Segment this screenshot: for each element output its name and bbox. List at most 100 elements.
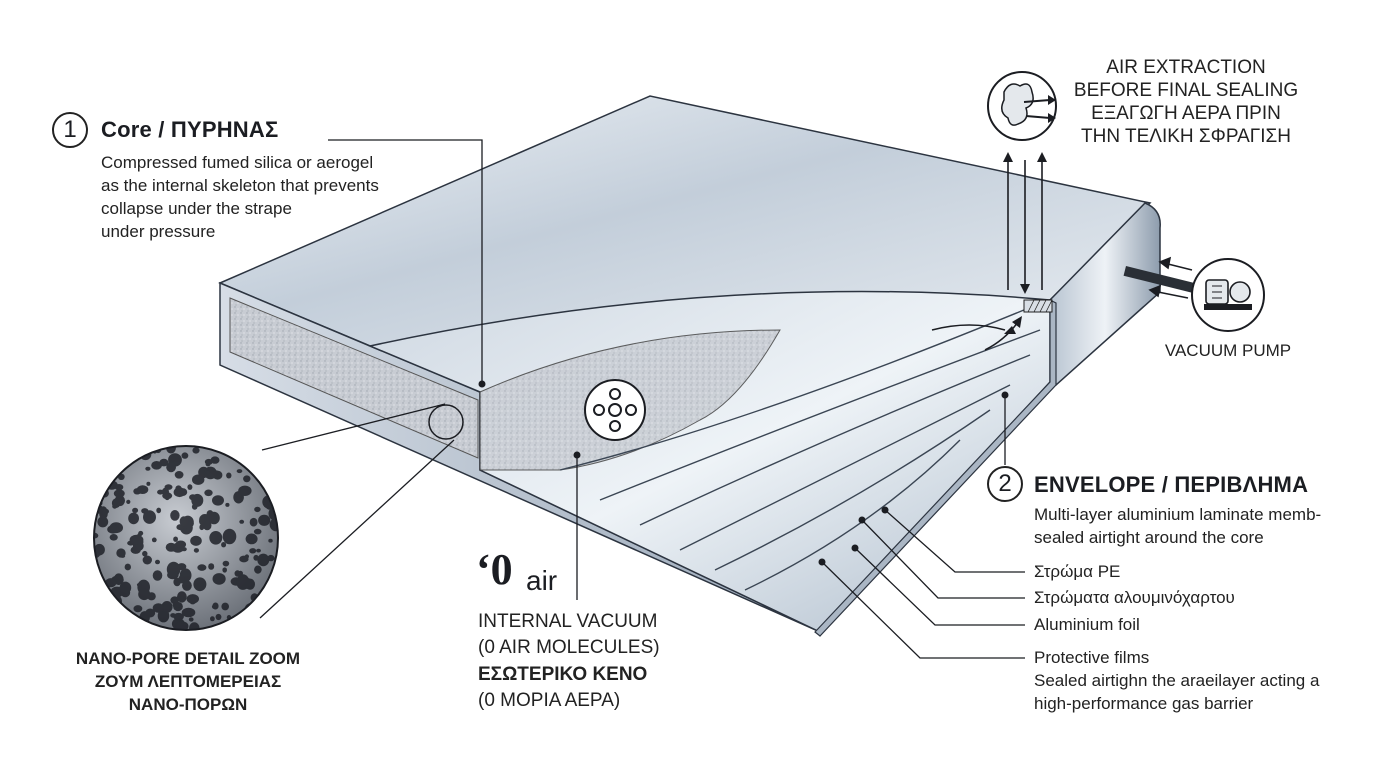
protective-leader [821,561,1025,659]
nano-pore [175,540,187,549]
nano-pore [197,564,207,571]
layer-curve-5 [714,409,991,571]
core-desc-line-2: as the internal skeleton that prevents [101,176,379,195]
nano-pore [99,488,109,498]
foil-layers-leader [861,519,1025,599]
nano-pore [238,485,252,496]
nano-pore [119,447,134,464]
envelope-title: ENVELOPE / ΠΕΡΙΒΛΗΜΑ [1034,472,1309,497]
nano-pore [212,446,217,450]
zero-air-word: air [526,565,558,596]
nano-pore [244,554,249,559]
nano-pore [155,559,160,565]
nano-pore [192,474,205,485]
nano-pore [173,536,179,542]
nano-pore [253,528,262,535]
nano-pore [181,452,189,459]
nano-pore [118,446,132,454]
nano-pore [214,446,221,450]
nano-pore [105,578,117,588]
nano-pore [270,624,278,630]
pump-arrow-2 [1157,291,1189,299]
layer-curve-3 [639,354,1031,526]
nano-pore [254,565,262,574]
extraction-arrowhead-up-1 [1003,152,1013,162]
nano-pore [244,617,253,626]
nano-pore [175,485,182,492]
nano-pore [190,535,202,546]
nano-pore [125,619,132,627]
vacuum-pump-icon [1191,258,1265,332]
nano-pore [266,583,272,588]
air-extraction-line-3: ΕΞΑΓΩΓΗ ΑΕΡΑ ΠΡΙΝ [1091,103,1281,124]
envelope-number-badge: 2 [987,466,1023,502]
nano-pore [239,519,245,524]
nano-pore [133,488,142,495]
core-title: Core / ΠΥΡΗΝΑΣ [101,117,279,142]
nano-pore [167,543,174,549]
airflow-arrow-2 [984,321,1019,351]
layer-label-foil-layers: Στρώματα αλουμινόχαρτου [1034,588,1235,607]
nano-zoom-line-1: NANO-PORE DETAIL ZOOM [75,649,301,668]
nano-pore [94,532,99,539]
nano-pore [187,484,193,490]
nano-pore [151,461,163,470]
nano-pore [142,555,152,565]
nano-pore [142,550,148,557]
nano-pore [270,476,276,481]
nano-pore [204,489,213,497]
nano-pore [193,548,199,553]
layer-label-protective-films: Protective films [1034,648,1150,667]
extraction-arrowhead-down [1020,284,1030,294]
nano-pore [152,570,163,581]
nano-pore [94,504,102,513]
nano-pore [105,606,111,610]
airflow-arrow-1 [931,324,1006,331]
layer-curve-1 [559,299,1049,471]
nano-pore [211,604,219,610]
nano-pore [240,622,253,630]
nano-pore [113,489,125,498]
nano-pore [94,585,109,597]
nano-pore [114,495,126,507]
air-extraction-line-2: BEFORE FINAL SEALING [1073,80,1299,101]
seal-hatch [1023,299,1053,313]
nano-pore [126,499,131,504]
nano-pore [167,570,179,580]
vacuum-line-3: ΕΣΩΤΕΡΙΚΟ ΚΕΝΟ [478,664,648,685]
nano-pore [117,473,125,480]
nano-pore [136,583,142,587]
vacuum-line-1: INTERNAL VACUUM [478,611,658,632]
nano-pore [253,554,259,561]
nano-pore [146,481,151,486]
nano-zoom-line-2: ΖΟΥΜ ΛΕΠΤΟΜΕΡΕΙΑΣ [94,672,282,691]
nano-pore [122,451,128,455]
nano-pore [107,525,119,534]
nano-pore [94,488,100,494]
nano-pore [166,446,176,454]
molecule-icon [584,379,646,441]
layer-curve-2 [599,329,1041,501]
nano-pore [258,598,271,611]
nano-pore [209,531,223,545]
air-flow-icon [987,71,1057,141]
zoom-line-bottom [259,439,455,619]
nano-pore [129,534,144,545]
nano-pore [251,450,263,460]
layer-note-line-2: high-performance gas barrier [1034,694,1254,713]
nano-pore [226,472,232,479]
nano-pore [143,510,156,524]
nano-pore [215,613,222,621]
core-layer-section [229,297,479,459]
nano-pore [258,514,271,526]
nano-pore [236,574,250,590]
nano-pore [109,534,118,541]
nano-pore [106,470,112,475]
nano-pore [267,554,275,562]
layer-note-line-1: Sealed airtighn the araeilayer acting a [1034,671,1320,690]
pe-leader [884,509,1025,573]
nano-pore [94,621,100,630]
zoom-line-top [261,403,446,451]
